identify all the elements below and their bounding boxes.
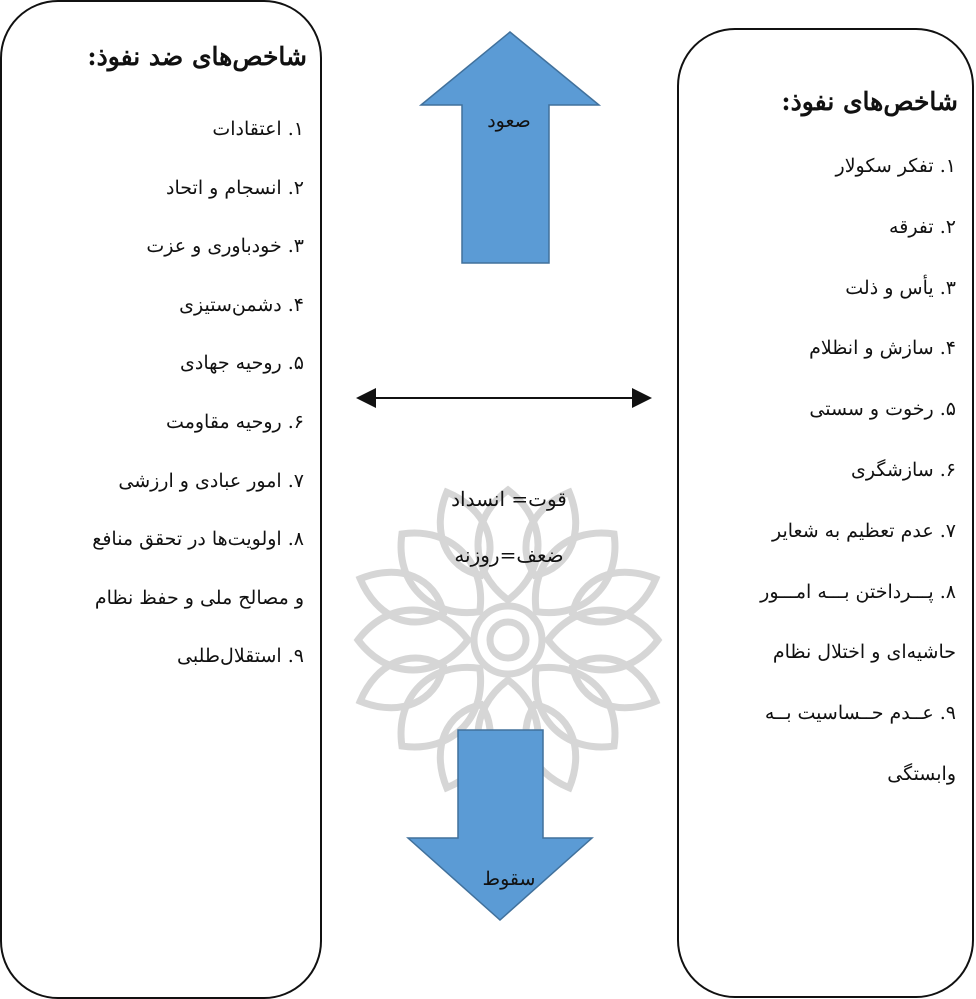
list-item: ۷. امور عبادی و ارزشی	[118, 469, 304, 492]
list-item: ۷. عدم تعظیم به شعایر	[771, 519, 956, 542]
list-item: ۵. روحیه جهادی	[180, 352, 304, 375]
anti-influence-title: شاخص‌های ضد نفوذ:	[87, 42, 307, 71]
list-item: ۶. سازشگری	[851, 458, 956, 481]
anti-influence-panel: شاخص‌های ضد نفوذ: ۱. اعتقادات ۲. انسجام …	[0, 0, 322, 999]
descent-label: سقوط	[482, 868, 536, 890]
ascent-label: صعود	[487, 110, 531, 132]
influence-title: شاخص‌های نفوذ:	[781, 87, 958, 116]
list-item: ۱. تفکر سکولار	[835, 155, 956, 177]
influence-list: ۱. تفکر سکولار ۲. تفرقه ۳. یأس و ذلت ۴. …	[688, 145, 956, 814]
ascent-arrow-icon	[418, 31, 602, 264]
list-item: ۹. استقلال‌طلبی	[177, 645, 304, 668]
list-item: ۲. انسجام و اتحاد	[166, 176, 304, 199]
list-item: ۹. عــدم حــساسیت بــه	[764, 702, 956, 725]
list-item: وابستگی	[887, 762, 956, 785]
descent-arrow-icon	[406, 729, 594, 922]
list-item: حاشیه‌ای و اختلال نظام	[772, 641, 956, 664]
list-item: ۴. سازش و انظلام	[809, 337, 956, 360]
anti-influence-list: ۱. اعتقادات ۲. انسجام و اتحاد ۳. خودباور…	[4, 108, 304, 694]
list-item: ۵. رخوت و سستی	[809, 398, 956, 421]
list-item: ۸. اولویت‌ها در تحقق منافع	[92, 528, 304, 551]
influence-panel: شاخص‌های نفوذ: ۱. تفکر سکولار ۲. تفرقه ۳…	[677, 28, 974, 998]
list-item: ۳. یأس و ذلت	[845, 276, 956, 299]
list-item: ۶. روحیه مقاومت	[166, 410, 304, 433]
weakness-formula: ضعف=روزنه	[454, 543, 564, 567]
list-item: ۲. تفرقه	[889, 215, 956, 238]
list-item: ۳. خودباوری و عزت	[146, 235, 304, 258]
list-item: ۸. پـــرداختن بـــه امـــور	[760, 580, 956, 603]
list-item: ۱. اعتقادات	[212, 118, 304, 140]
list-item: و مصالح ملی و حفظ نظام	[94, 586, 304, 609]
list-item: ۴. دشمن‌ستیزی	[179, 293, 304, 316]
strength-formula: قوت= انسداد	[451, 487, 567, 511]
